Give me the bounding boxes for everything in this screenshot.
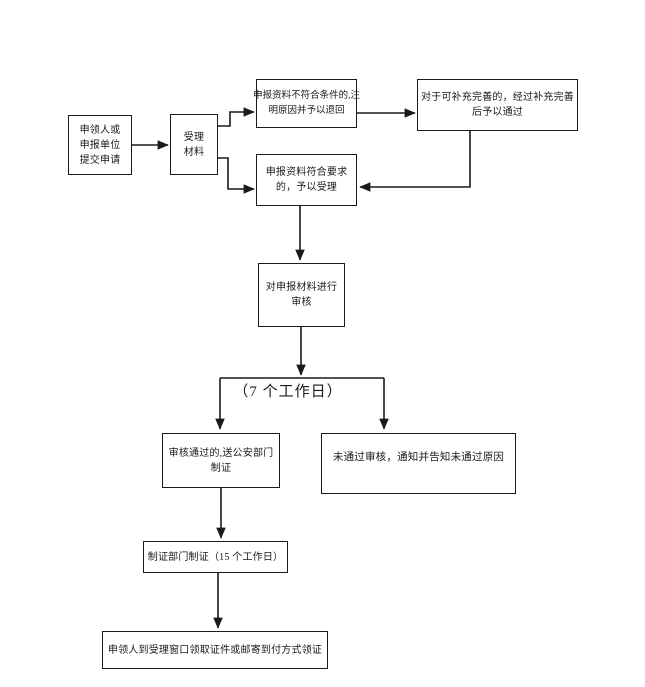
node-label-line: 制证 [210,462,232,474]
node-accept-materials: 受理 材料 [170,114,218,175]
node-label-line: 审核通过的,送公安部门 [168,447,274,459]
node-review-failed: 未通过审核，通知并告知未通过原因 [321,433,516,494]
node-submit-application: 申领人或 申报单位 提交申请 [68,115,132,175]
node-qualified-accepted: 申报资料符合要求 的，予以受理 [256,154,357,206]
node-label-line: 申领人或 [79,124,121,136]
node-label-line: 申报单位 [79,139,121,151]
node-label-line: 对于可补充完善的，经过补充完善 [421,92,574,103]
node-label-line: 申报资料不符合条件的,注 [253,91,360,102]
node-reject-nonconforming: 申报资料不符合条件的,注 明原因并予以退回 [253,79,360,128]
node-review-passed: 审核通过的,送公安部门 制证 [162,433,280,488]
node-label-line: 申报资料符合要求 [265,167,348,178]
node-label-line: 的，予以受理 [275,182,338,193]
arrow-accept-to-reject [218,107,255,127]
node-label-line: 未通过审核，通知并告知未通过原因 [332,452,505,463]
node-label-line: 制证部门制证（15 个工作日） [147,551,284,563]
node-label-line: 审核 [291,297,312,308]
arrow-accept-to-qualified [218,157,255,194]
node-label-line: 明原因并予以退回 [268,105,345,116]
node-collect-certificate: 申领人到受理窗口领取证件或邮寄到付方式领证 [102,631,328,669]
arrow-supplement-to-qualified [359,131,471,192]
node-review-materials: 对申报材料进行 审核 [258,263,345,327]
node-label-line: 提交申请 [79,154,121,166]
node-label-line: 申领人到受理窗口领取证件或邮寄到付方式领证 [107,644,323,656]
duration-label: （7 个工作日） [233,384,343,400]
node-supplement-approve: 对于可补充完善的，经过补充完善 后予以通过 [417,79,578,131]
node-label-line: 受理 [183,131,205,143]
node-produce-certificate: 制证部门制证（15 个工作日） [143,541,288,573]
node-label-line: 材料 [183,146,205,158]
node-label-line: 后予以通过 [472,107,523,118]
node-label-line: 对申报材料进行 [265,282,338,293]
